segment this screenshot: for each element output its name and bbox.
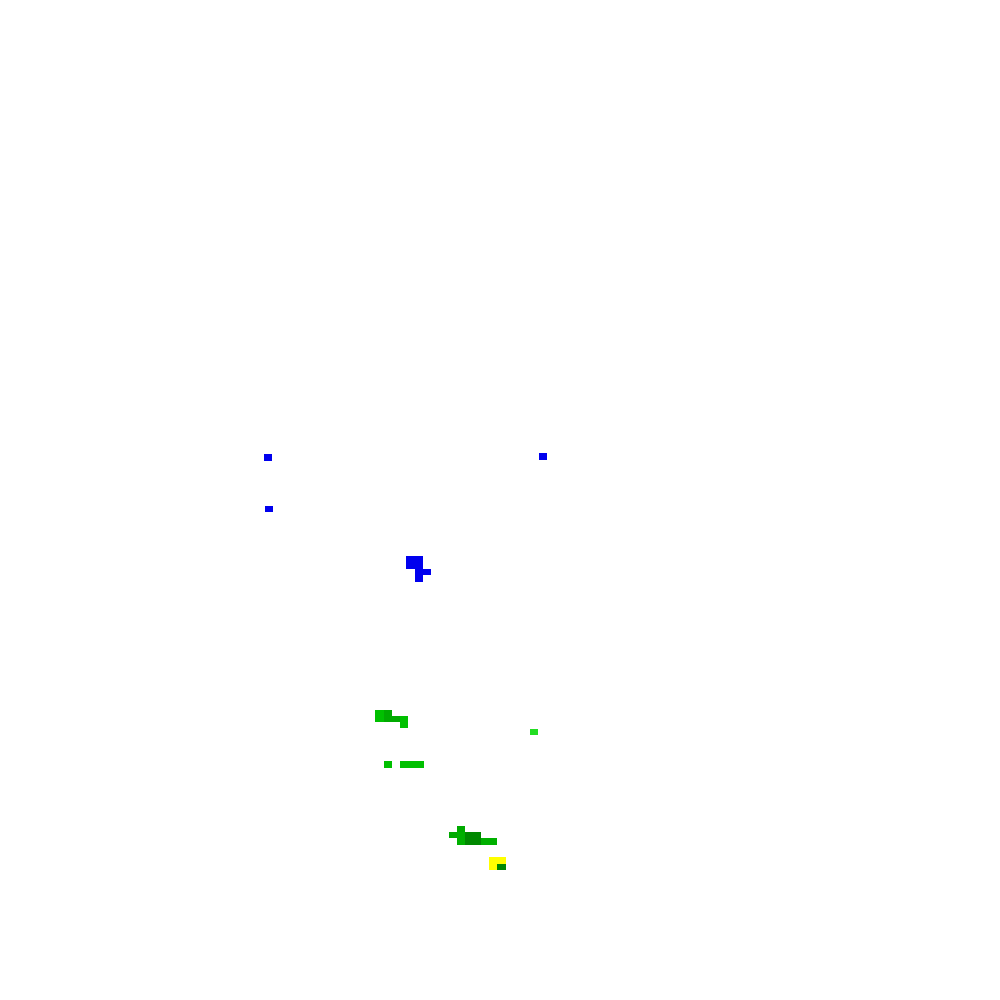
green-pixel: [392, 716, 400, 722]
green-pixel: [375, 710, 384, 722]
blue-pixel: [406, 556, 423, 569]
green-pixel: [400, 761, 424, 768]
blue-pixel: [539, 453, 547, 460]
dark-green-pixel: [465, 832, 481, 845]
blue-pixel: [423, 569, 431, 575]
green-pixel: [481, 838, 497, 845]
green-pixel: [384, 761, 392, 768]
blue-pixel: [265, 506, 273, 512]
blue-pixel: [264, 454, 272, 461]
green-pixel: [457, 832, 465, 845]
medium-green-pixel: [449, 832, 457, 838]
medium-green-pixel: [457, 826, 465, 832]
dark-green-pixel: [384, 710, 392, 722]
dark-green-pixel: [497, 864, 506, 870]
lime-pixel: [530, 729, 538, 735]
blue-pixel: [415, 569, 423, 582]
green-pixel: [400, 716, 408, 728]
